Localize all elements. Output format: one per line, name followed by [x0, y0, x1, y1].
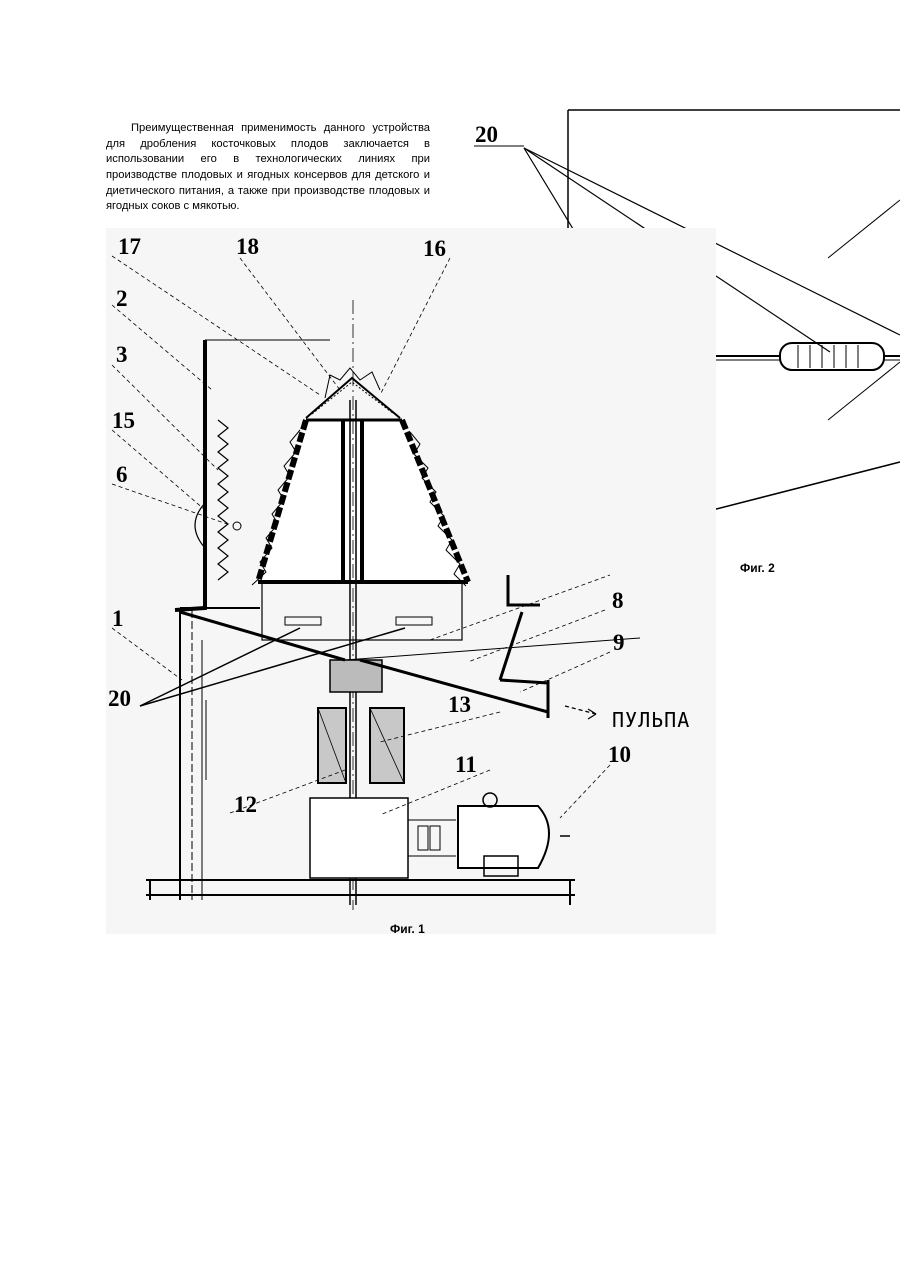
fig1-label-17: 17: [118, 234, 141, 259]
fig1-label-11: 11: [455, 752, 477, 777]
fig1-label-3: 3: [116, 342, 128, 367]
fig1-label-10: 10: [608, 742, 631, 767]
figure-1: [106, 228, 716, 934]
pulp-output-label: ПУЛЬПА: [612, 708, 690, 732]
fig1-label-9: 9: [613, 630, 625, 655]
fig1-label-6: 6: [116, 462, 128, 487]
fig2-element-b: [780, 343, 884, 370]
fig1-label-13: 13: [448, 692, 471, 717]
fig1-label-20: 20: [108, 686, 131, 711]
fig1-label-1: 1: [112, 606, 124, 631]
fig1-label-18: 18: [236, 234, 259, 259]
fig1-label-12: 12: [234, 792, 257, 817]
figure-2-caption: Фиг. 2: [740, 561, 775, 575]
figure-1-caption: Фиг. 1: [390, 922, 425, 936]
fig2-label-20: 20: [475, 122, 498, 147]
fig1-label-8: 8: [612, 588, 624, 613]
fig1-label-2: 2: [116, 286, 128, 311]
fig1-label-15: 15: [112, 408, 135, 433]
fig1-label-16: 16: [423, 236, 446, 261]
